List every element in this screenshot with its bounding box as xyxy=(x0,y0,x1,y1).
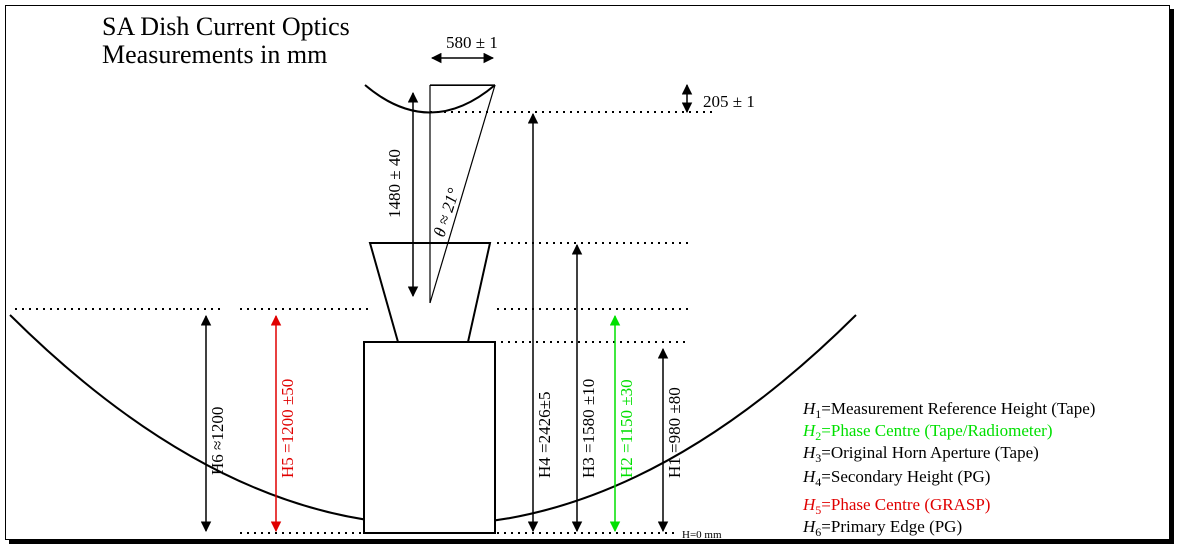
legend: H1=Measurement Reference Height (Tape)H2… xyxy=(802,399,1095,539)
title-line2: Measurements in mm xyxy=(102,40,327,69)
legend-item-h3: H3=Original Horn Aperture (Tape) xyxy=(802,443,1039,465)
horn-angle-line xyxy=(429,84,496,304)
legend-item-h1: H1=Measurement Reference Height (Tape) xyxy=(802,399,1095,421)
height-205-label: 205 ± 1 xyxy=(703,92,755,111)
diagram-frame xyxy=(5,5,1170,540)
legend-item-h2: H2=Phase Centre (Tape/Radiometer) xyxy=(802,421,1052,443)
angle-label: θ ≈ 21° xyxy=(430,186,464,240)
ground-label: H=0 mm xyxy=(682,529,722,541)
h2-label: H2 =1150 ±30 xyxy=(617,379,636,478)
legend-item-h5: H5=Phase Centre (GRASP) xyxy=(802,495,990,517)
receiver-box xyxy=(363,341,496,534)
h3-label: H3 =1580 ±10 xyxy=(579,379,598,478)
dist-1480-label: 1480 ± 40 xyxy=(385,149,404,218)
legend-item-h6: H6=Primary Edge (PG) xyxy=(802,517,962,539)
legend-item-h4: H4=Secondary Height (PG) xyxy=(802,467,990,489)
h1-label: H1 =980 ±80 xyxy=(665,387,684,478)
h5-label: H5 =1200 ±50 xyxy=(278,379,297,478)
width-label: 580 ± 1 xyxy=(446,33,498,52)
title-line1: SA Dish Current Optics xyxy=(102,12,350,41)
h6-label: H6 ≈1200 xyxy=(208,407,227,475)
h4-label: H4 =2426±5 xyxy=(535,392,554,478)
